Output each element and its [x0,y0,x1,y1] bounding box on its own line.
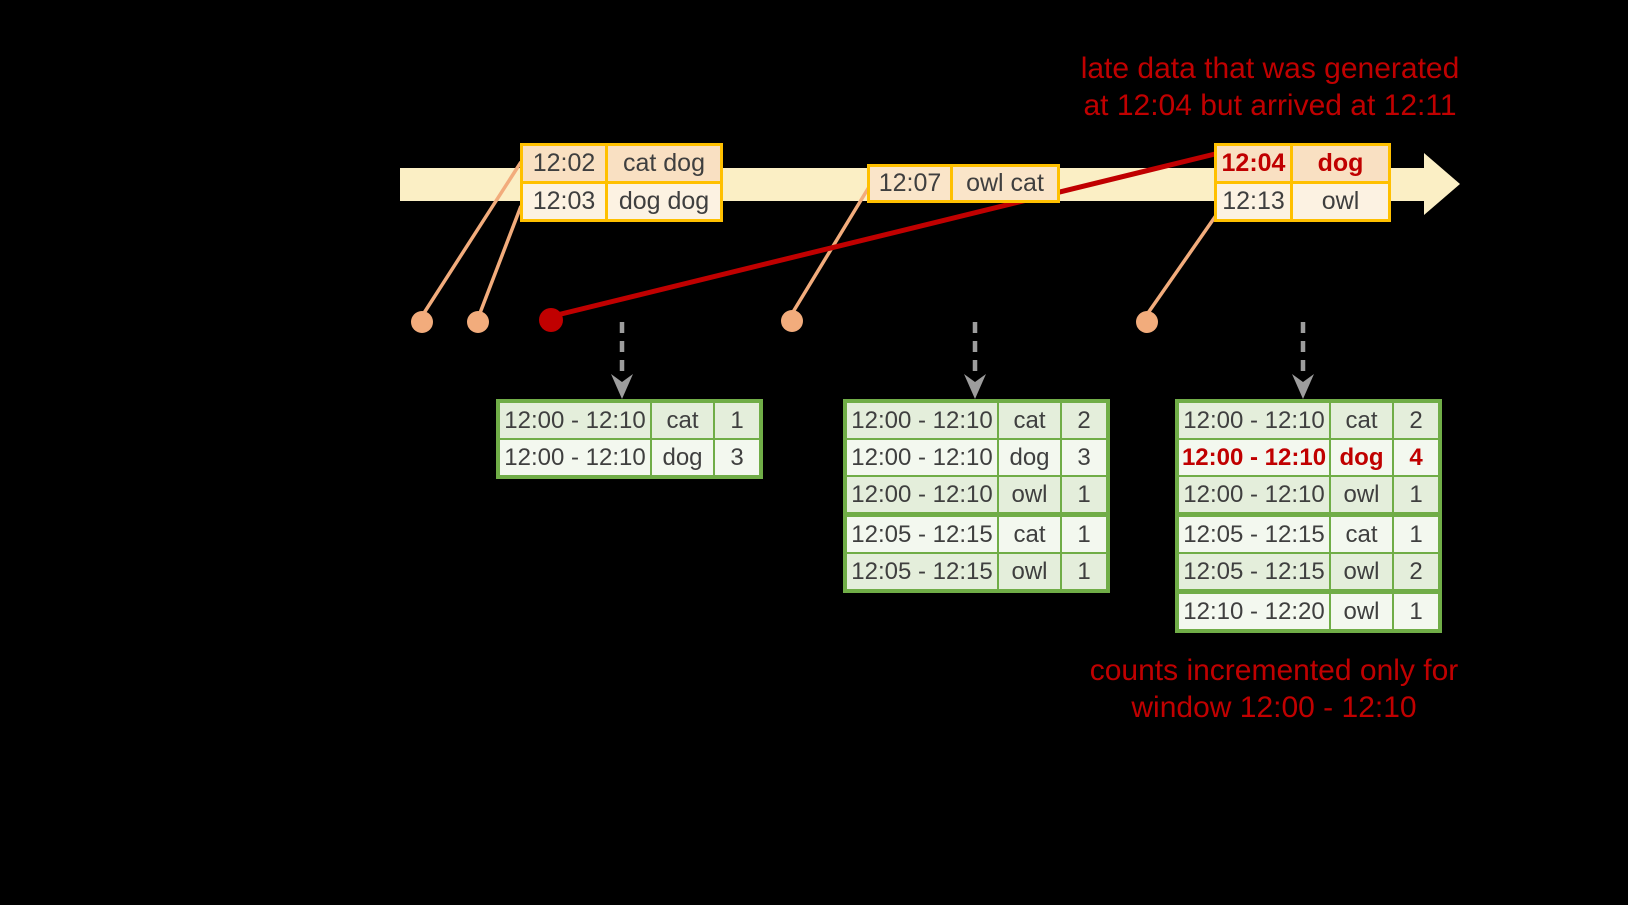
event-time-cell: 12:07 [870,167,950,200]
window-cell: 12:00 - 12:10 [1179,477,1329,512]
trigger-arrowhead-icon-1 [611,374,633,399]
count-cell: 1 [1394,477,1438,512]
result-table-2: 12:00 - 12:10 cat 2 12:00 - 12:10 dog 3 … [843,399,1110,593]
table-row-updated-late: 12:00 - 12:10 dog 4 [1179,440,1438,475]
word-cell: dog [1331,440,1392,475]
count-cell: 3 [1062,440,1106,475]
late-event-words-cell: dog [1293,146,1388,181]
window-cell: 12:00 - 12:10 [847,403,997,438]
event-box-1202-1203: 12:02 cat dog 12:03 dog dog [520,143,723,222]
table-row: 12:10 - 12:20 owl 1 [1179,594,1438,629]
late-data-connector-line [556,151,1216,318]
arrival-dot-1213 [1136,311,1158,333]
count-cell: 1 [1062,554,1106,589]
event-words-cell: owl [1293,184,1388,219]
count-cell: 1 [1394,594,1438,629]
annotation-line: counts incremented only for [1089,654,1459,687]
event-box-1207: 12:07 owl cat [867,164,1060,203]
word-cell: cat [1331,517,1392,552]
window-cell: 12:05 - 12:15 [1179,554,1329,589]
table-row: 12:00 - 12:10 cat 2 [1179,403,1438,438]
window-cell: 12:05 - 12:15 [847,554,997,589]
word-cell: owl [999,554,1060,589]
window-cell: 12:00 - 12:10 [1179,403,1329,438]
word-cell: cat [1331,403,1392,438]
event-box-1204-1213: 12:04 dog 12:13 owl [1214,143,1391,222]
table-row: 12:05 - 12:15 owl 1 [847,554,1106,589]
counts-incremented-annotation: counts incremented only for window 12:00… [1014,652,1534,726]
count-cell: 1 [1062,477,1106,512]
window-cell: 12:00 - 12:10 [500,440,650,475]
window-cell: 12:05 - 12:15 [1179,517,1329,552]
arrival-dot-1207 [781,310,803,332]
event-time-cell: 12:13 [1217,184,1290,219]
count-cell: 2 [1394,403,1438,438]
result-table-3: 12:00 - 12:10 cat 2 12:00 - 12:10 dog 4 … [1175,399,1442,633]
window-cell: 12:00 - 12:10 [500,403,650,438]
arrival-dot-1203 [467,311,489,333]
arrival-dot-1202 [411,311,433,333]
timeline-arrowhead-icon [1424,153,1460,215]
word-cell: owl [1331,594,1392,629]
window-cell: 12:05 - 12:15 [847,517,997,552]
count-cell: 4 [1394,440,1438,475]
annotation-line: window 12:00 - 12:10 [1131,691,1417,724]
result-table-1: 12:00 - 12:10 cat 1 12:00 - 12:10 dog 3 [496,399,763,479]
window-cell: 12:00 - 12:10 [847,440,997,475]
annotation-line: late data that was generated [1080,52,1460,85]
table-row: 12:00 - 12:10 dog 3 [500,440,759,475]
trigger-arrowhead-icon-2 [964,374,986,399]
window-cell: 12:00 - 12:10 [847,477,997,512]
table-row: 12:00 - 12:10 owl 1 [847,477,1106,512]
window-cell: 12:10 - 12:20 [1179,594,1329,629]
word-cell: cat [999,403,1060,438]
late-data-annotation: late data that was generated at 12:04 bu… [1010,50,1530,124]
event-words-cell: owl cat [953,167,1057,200]
word-cell: dog [652,440,713,475]
count-cell: 1 [1394,517,1438,552]
word-cell: dog [999,440,1060,475]
table-row: 12:05 - 12:15 owl 2 [1179,554,1438,589]
window-cell: 12:00 - 12:10 [1179,440,1329,475]
event-words-cell: cat dog [608,146,720,181]
trigger-arrowhead-icon-3 [1292,374,1314,399]
connector-line-1213 [1146,212,1219,315]
late-arrival-dot-1204 [539,308,563,332]
annotation-line: at 12:04 but arrived at 12:11 [1083,89,1457,122]
table-row: 12:00 - 12:10 cat 1 [500,403,759,438]
event-time-cell: 12:03 [523,184,605,219]
table-row: 12:05 - 12:15 cat 1 [847,517,1106,552]
late-event-time-cell: 12:04 [1217,146,1290,181]
event-words-cell: dog dog [608,184,720,219]
table-row: 12:00 - 12:10 owl 1 [1179,477,1438,512]
count-cell: 2 [1062,403,1106,438]
event-time-cell: 12:02 [523,146,605,181]
count-cell: 1 [1062,517,1106,552]
table-row: 12:00 - 12:10 dog 3 [847,440,1106,475]
word-cell: cat [999,517,1060,552]
connector-line-1203 [478,205,523,314]
word-cell: cat [652,403,713,438]
count-cell: 2 [1394,554,1438,589]
word-cell: owl [999,477,1060,512]
table-row: 12:00 - 12:10 cat 2 [847,403,1106,438]
count-cell: 1 [715,403,759,438]
word-cell: owl [1331,477,1392,512]
count-cell: 3 [715,440,759,475]
connector-line-1202 [422,161,523,314]
table-row: 12:05 - 12:15 cat 1 [1179,517,1438,552]
word-cell: owl [1331,554,1392,589]
